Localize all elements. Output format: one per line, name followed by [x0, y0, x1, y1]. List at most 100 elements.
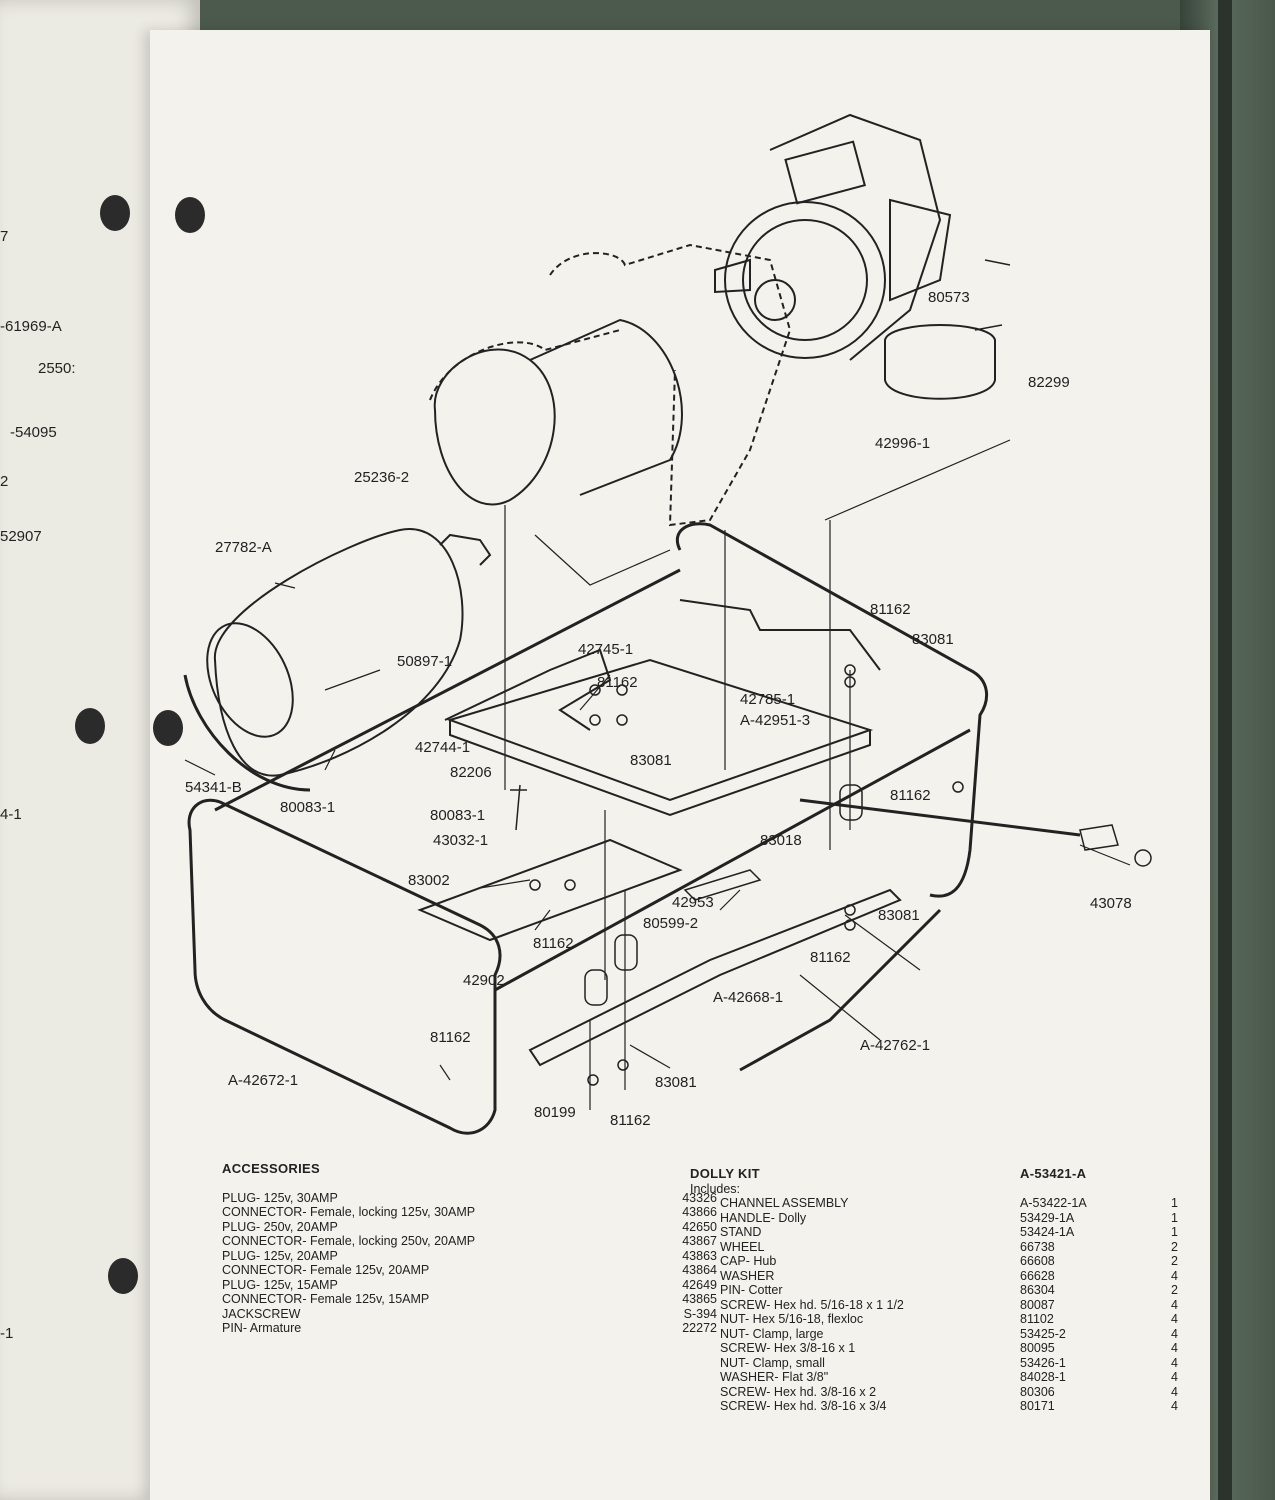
part-label: 81162	[533, 935, 574, 952]
part-label: 82299	[1028, 374, 1070, 391]
part-label: A-42951-3	[740, 712, 810, 729]
hardware-illustration	[510, 259, 1152, 1086]
part-label: 80083-1	[280, 799, 335, 816]
dolly-kit-quantity: 1	[1171, 1225, 1178, 1239]
accessory-description: PIN- Armature	[222, 1321, 302, 1335]
dolly-kit-description: NUT- Clamp, large	[720, 1326, 824, 1341]
dolly-kit-description: PIN- Cotter	[720, 1283, 783, 1297]
part-label: 83081	[630, 752, 672, 769]
leader-lines	[184, 439, 1131, 1110]
left-page-text: 2550:	[38, 360, 76, 377]
dolly-kit-quantity: 4	[1171, 1268, 1178, 1283]
dolly-kit-part-number: 80095	[1020, 1341, 1055, 1355]
left-page-text: 7	[0, 228, 9, 245]
accessory-part-number: 43326	[682, 1190, 717, 1205]
dolly-kit-quantity: 4	[1171, 1370, 1178, 1384]
part-label: 83002	[408, 872, 450, 889]
accessory-row: PLUG- 250v, 20AMP 42650	[222, 1220, 717, 1235]
dolly-kit-quantity: 4	[1171, 1341, 1178, 1355]
dolly-kit-description: WASHER	[720, 1268, 775, 1283]
left-page-text: -1	[0, 1325, 14, 1342]
dolly-kit-quantity: 4	[1171, 1355, 1178, 1370]
punch-hole	[175, 197, 205, 233]
dolly-kit-description: STAND	[720, 1225, 762, 1239]
dolly-kit-quantity: 4	[1171, 1399, 1178, 1413]
generator-illustration	[429, 243, 792, 527]
dolly-kit-part-number: 66608	[1020, 1254, 1055, 1268]
part-label: 42745-1	[578, 641, 633, 658]
part-label: 81162	[610, 1112, 651, 1129]
generator-end-bell	[433, 348, 556, 506]
accessory-part-number: 42650	[682, 1219, 717, 1234]
part-label: 81162	[597, 674, 638, 691]
accessory-part-number: 43865	[682, 1292, 717, 1306]
dolly-kit-part-number: 80171	[1020, 1399, 1055, 1413]
muffler-illustration	[183, 528, 492, 792]
dolly-kit-quantity: 2	[1171, 1254, 1178, 1268]
dolly-kit-includes: Includes:	[690, 1181, 741, 1196]
dolly-kit-part-number: A-53422-1A	[1020, 1196, 1087, 1210]
dolly-kit-part-number: 80306	[1020, 1384, 1055, 1399]
dolly-kit-quantity: 1	[1171, 1210, 1178, 1225]
accessory-description: PLUG- 125v, 15AMP	[222, 1277, 338, 1292]
dolly-kit-part-number: 66628	[1020, 1268, 1055, 1283]
dolly-kit-description: SCREW- Hex hd. 3/8-16 x 3/4	[720, 1399, 887, 1413]
accessory-description: PLUG- 125v, 20AMP	[222, 1248, 338, 1263]
part-label: 80573	[928, 289, 970, 306]
dolly-kit-quantity: 4	[1171, 1297, 1178, 1312]
dolly-kit-part-number: 53429-1A	[1020, 1210, 1075, 1225]
dolly-kit-section: DOLLY KIT A-53421-A Includes: CHANNEL AS…	[690, 1166, 1178, 1414]
part-label: 83081	[655, 1074, 697, 1091]
exploded-parts-diagram: 80573 82299 42996-1 25236-2 27782-A 8116…	[183, 113, 1152, 1135]
part-label: 50897-1	[397, 653, 452, 670]
dolly-kit-description: SCREW- Hex 3/8-16 x 1	[720, 1341, 856, 1355]
dolly-kit-part-number: 53424-1A	[1020, 1225, 1075, 1239]
left-page-text: -61969-A	[0, 318, 62, 335]
left-page-text: 2	[0, 473, 9, 490]
dolly-kit-description: HANDLE- Dolly	[720, 1210, 807, 1225]
dolly-kit-quantity: 4	[1171, 1384, 1178, 1399]
part-label: 81162	[870, 601, 911, 618]
dolly-kit-row: NUT- Clamp, small 53426-1 4	[690, 1356, 1178, 1371]
part-label: A-42668-1	[713, 989, 783, 1006]
dolly-kit-description: WHEEL	[720, 1239, 765, 1254]
dolly-kit-row: HANDLE- Dolly 53429-1A 1	[690, 1211, 1178, 1226]
accessory-description: CONNECTOR- Female 125v, 20AMP	[222, 1263, 430, 1277]
dolly-kit-part-number: 86304	[1020, 1283, 1055, 1297]
part-label: 80083-1	[430, 807, 485, 824]
dolly-kit-quantity: 2	[1171, 1283, 1178, 1297]
punch-hole	[100, 195, 130, 231]
part-label: 80599-2	[643, 915, 698, 932]
part-label: 42785-1	[740, 691, 795, 708]
dolly-kit-description: NUT- Clamp, small	[720, 1355, 825, 1370]
part-label: 81162	[890, 787, 931, 804]
binder-edge	[1218, 0, 1232, 1500]
dolly-kit-part-number: 81102	[1020, 1312, 1054, 1326]
accessories-title: ACCESSORIES	[222, 1161, 320, 1176]
dolly-kit-row: SCREW- Hex hd. 3/8-16 x 3/4 80171 4	[690, 1399, 1178, 1414]
frame-illustration	[187, 522, 1081, 1135]
accessory-row: PLUG- 125v, 20AMP 43863	[222, 1249, 717, 1264]
dolly-kit-part-number: 53426-1	[1020, 1355, 1066, 1370]
engine-illustration	[714, 113, 996, 400]
dolly-kit-number: A-53421-A	[1020, 1166, 1087, 1181]
dolly-kit-part-number: 84028-1	[1020, 1370, 1066, 1384]
accessory-description: JACKSCREW	[222, 1306, 301, 1321]
punch-hole	[153, 710, 183, 746]
part-label: 54341-B	[185, 779, 242, 796]
part-label: A-42672-1	[228, 1072, 298, 1089]
dolly-kit-part-number: 53425-2	[1020, 1326, 1066, 1341]
accessory-description: PLUG- 250v, 20AMP	[222, 1219, 338, 1234]
dolly-kit-title: DOLLY KIT	[690, 1166, 760, 1181]
accessory-part-number: 42649	[682, 1277, 717, 1292]
accessory-part-number: 43863	[682, 1248, 717, 1263]
